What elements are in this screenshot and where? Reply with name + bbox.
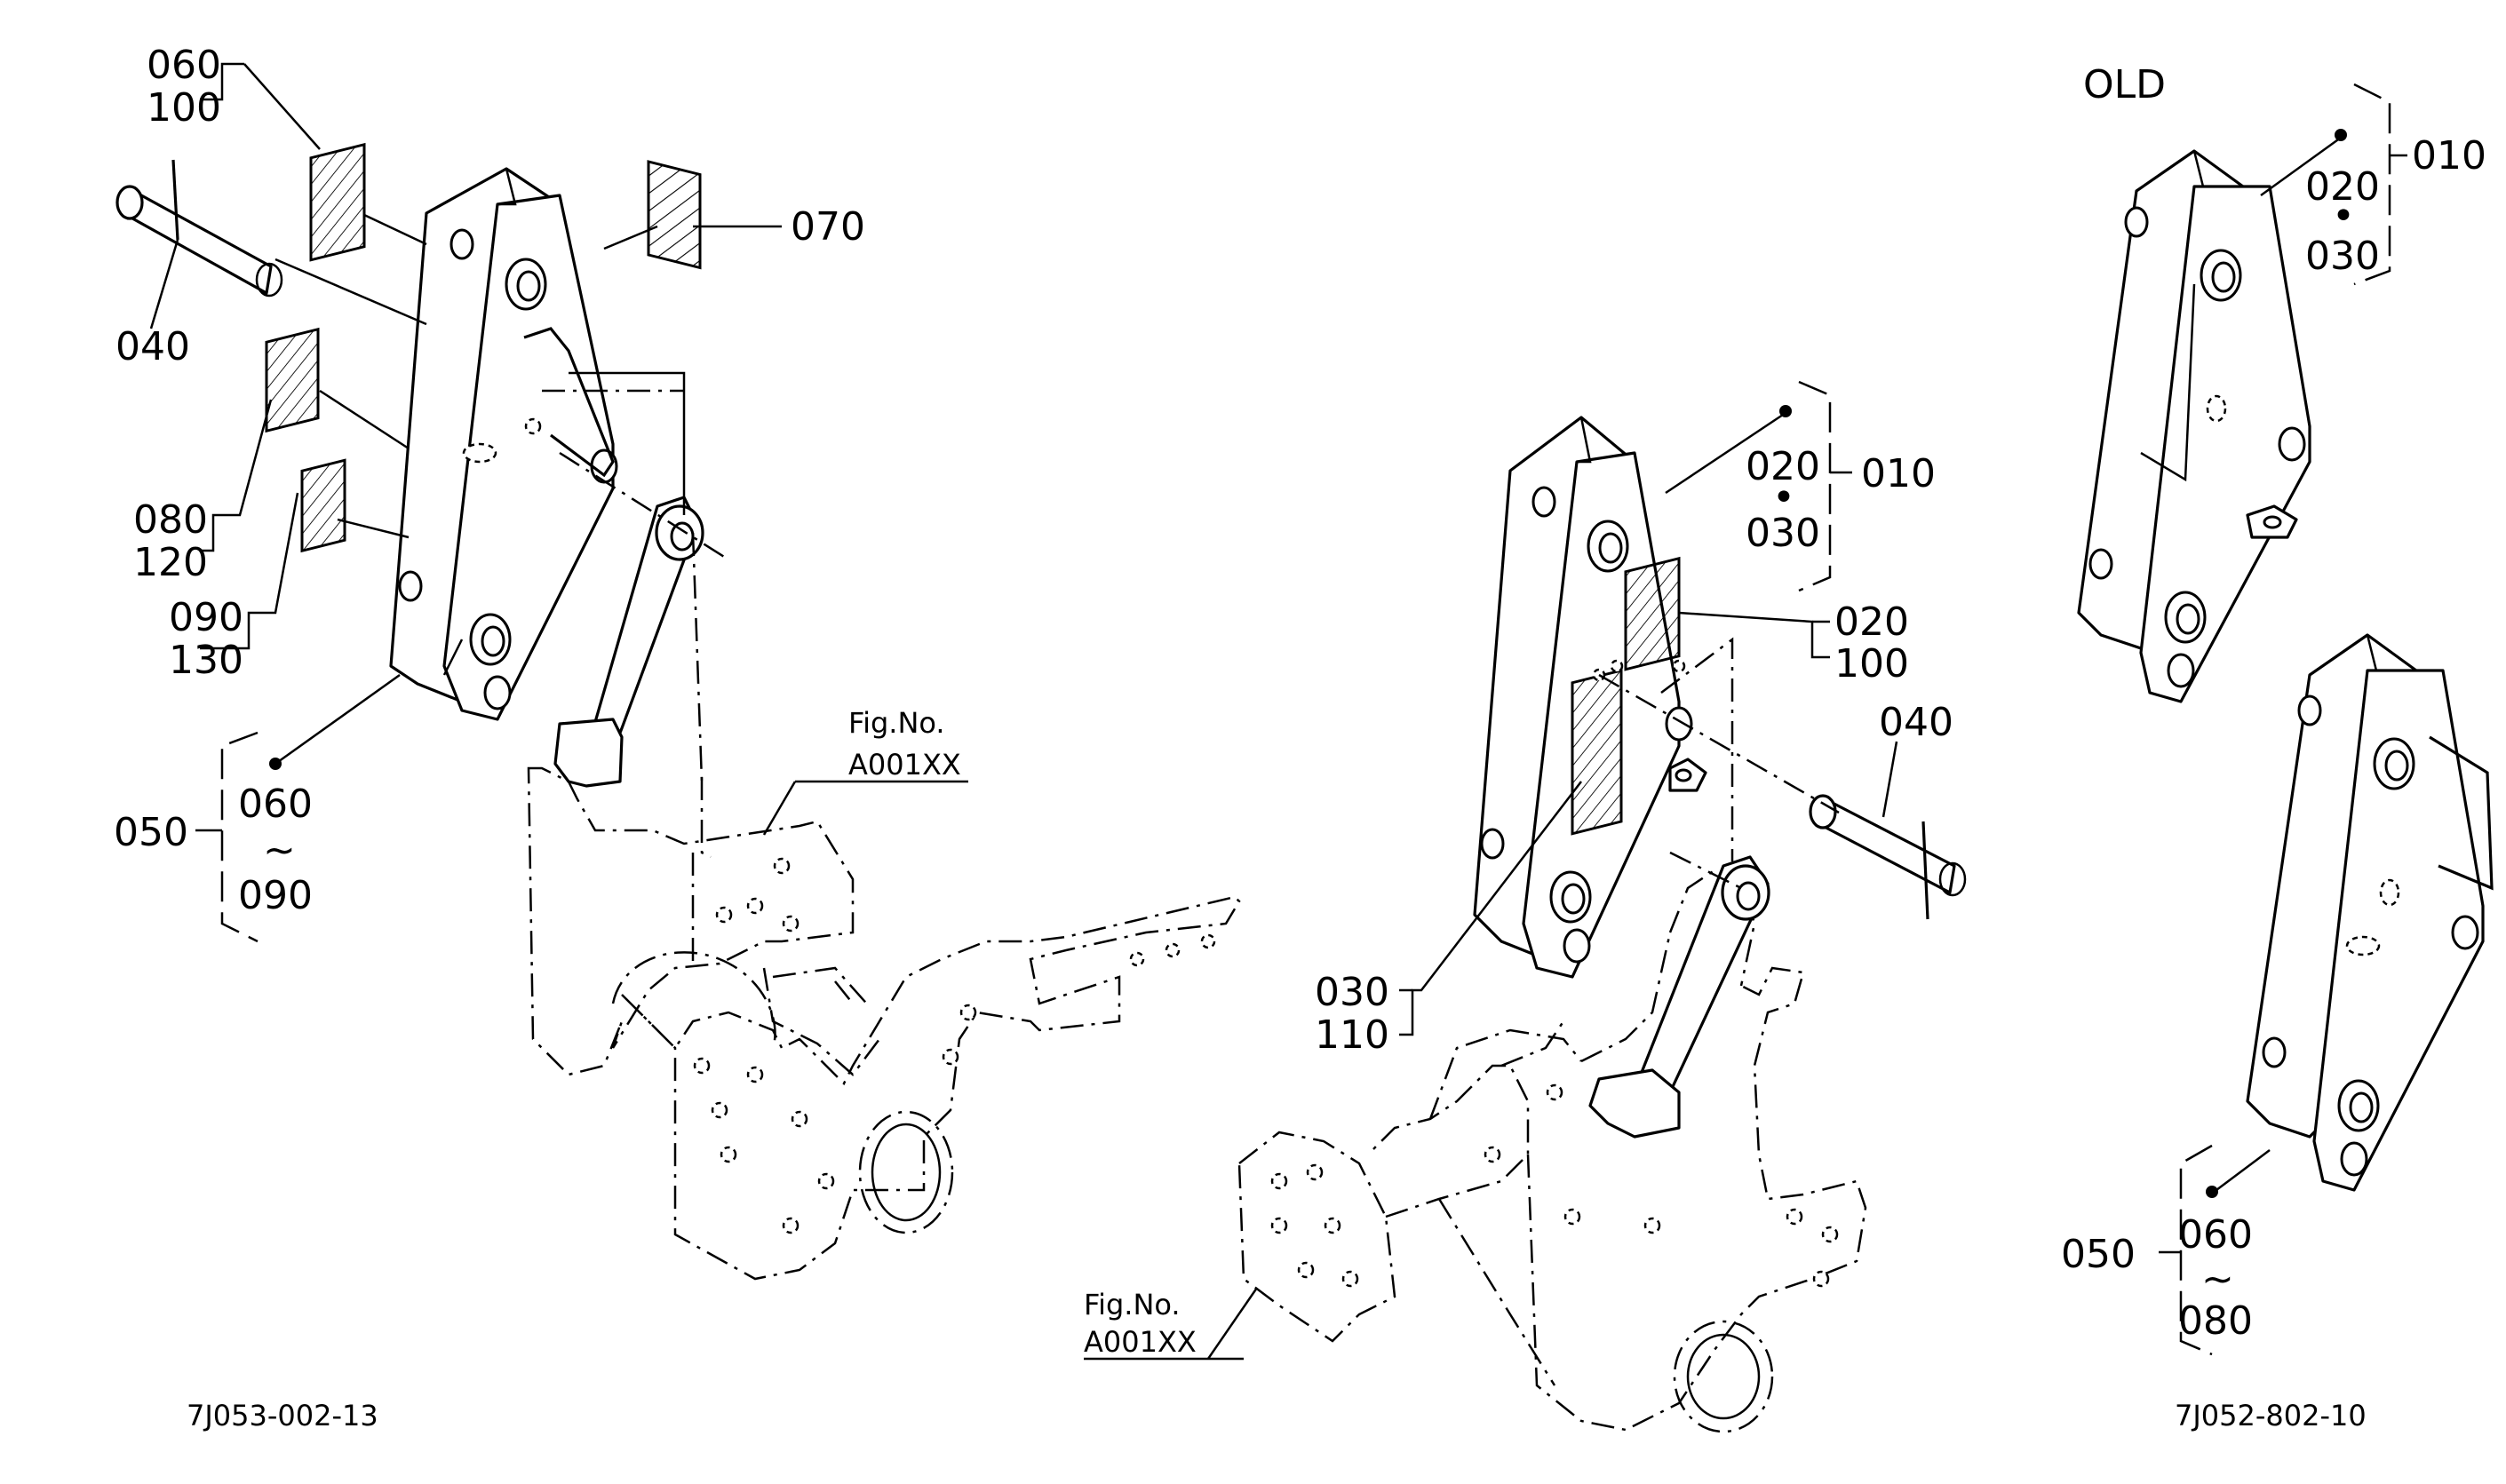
left-frame-dashed bbox=[527, 766, 1241, 1281]
middle-link-arm bbox=[1588, 855, 1770, 1139]
diagram-code-left: 7J053-002-13 bbox=[187, 1399, 378, 1432]
label-110-mid: 110 bbox=[1315, 1012, 1389, 1058]
left-bracket bbox=[389, 167, 618, 721]
label-120: 120 bbox=[133, 540, 208, 585]
label-060-top: 060 bbox=[147, 43, 221, 88]
label-dot-right: • bbox=[2332, 194, 2355, 239]
label-080: 080 bbox=[133, 497, 208, 543]
plate-020-100 bbox=[1624, 556, 1681, 671]
label-050-right-range-end: 080 bbox=[2178, 1298, 2253, 1344]
middle-bracket bbox=[1473, 416, 1707, 979]
label-050-right-tilde: ~ bbox=[2201, 1257, 2234, 1302]
diagram-code-right: 7J052-802-10 bbox=[2175, 1399, 2367, 1432]
fig-ref-1-top: Fig.No. bbox=[848, 706, 945, 740]
fig-ref-1-bottom: A001XX bbox=[848, 748, 961, 782]
label-100: 100 bbox=[147, 85, 221, 131]
label-040-mid: 040 bbox=[1879, 700, 1953, 745]
label-030-mid: 030 bbox=[1315, 970, 1389, 1015]
label-050-range-start: 060 bbox=[238, 782, 313, 827]
label-020-mid: 020 bbox=[1834, 599, 1909, 645]
fig-ref-2-top: Fig.No. bbox=[1084, 1288, 1181, 1321]
plate-080-120 bbox=[265, 327, 320, 433]
label-010-mid: 010 bbox=[1861, 451, 1936, 496]
left-link-arm bbox=[553, 496, 704, 788]
middle-pin-040 bbox=[1809, 794, 1967, 920]
label-050-range-end: 090 bbox=[238, 873, 313, 918]
label-020-right: 020 bbox=[2305, 164, 2380, 210]
label-030-mid-group: 030 bbox=[1746, 511, 1820, 556]
label-100-mid: 100 bbox=[1834, 641, 1909, 686]
right-bracket-lower bbox=[2246, 633, 2494, 1192]
label-090-top: 090 bbox=[169, 595, 243, 640]
label-050-left: 050 bbox=[114, 810, 188, 855]
middle-frame-dashed bbox=[1237, 869, 1867, 1433]
middle-leaders bbox=[1084, 380, 1898, 1361]
label-070: 070 bbox=[791, 204, 865, 250]
label-130: 130 bbox=[169, 638, 243, 683]
left-pin-040 bbox=[115, 159, 283, 298]
label-050-right-range-start: 060 bbox=[2178, 1212, 2253, 1258]
label-010-right: 010 bbox=[2412, 133, 2486, 179]
label-old: OLD bbox=[2083, 62, 2166, 107]
label-030-right: 030 bbox=[2305, 234, 2380, 279]
fig-ref-2-bottom: A001XX bbox=[1084, 1325, 1197, 1359]
plate-090-130 bbox=[300, 458, 346, 553]
middle-assembly: 020 • 030 010 020 100 040 030 110 Fig.No… bbox=[1084, 380, 1967, 1433]
label-020-mid-group: 020 bbox=[1746, 444, 1820, 489]
label-040-left: 040 bbox=[115, 324, 190, 369]
label-dot-mid-group: • bbox=[1772, 475, 1795, 520]
plate-070 bbox=[647, 160, 702, 270]
left-leaders bbox=[149, 62, 968, 943]
right-leaders bbox=[2159, 83, 2407, 1356]
left-assembly: 060 100 070 040 080 120 090 130 050 060 … bbox=[114, 43, 1241, 1432]
plate-060-100 bbox=[309, 142, 366, 262]
right-bracket-upper bbox=[2077, 149, 2311, 703]
label-050-tilde: ~ bbox=[263, 828, 296, 873]
label-050-right: 050 bbox=[2061, 1232, 2136, 1277]
plate-030-110 bbox=[1571, 669, 1623, 836]
right-old-assembly: OLD 020 • 030 010 050 060 ~ 080 7J052-80… bbox=[2061, 62, 2494, 1432]
